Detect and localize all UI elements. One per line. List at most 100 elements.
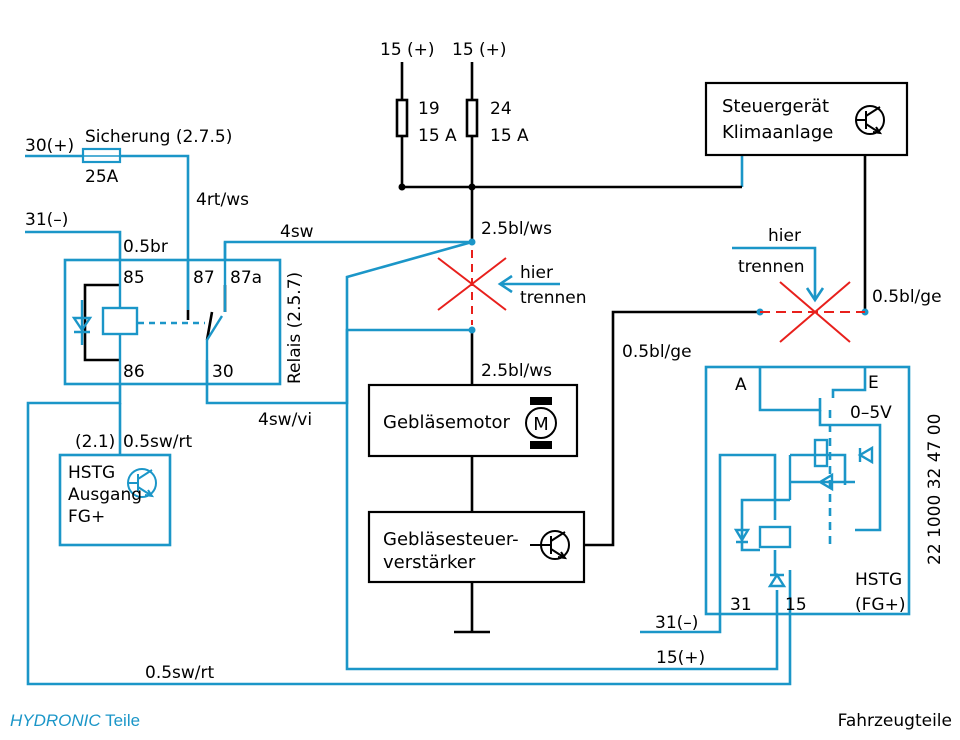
climate-ecu-box xyxy=(704,81,909,157)
cut-right-line2: trennen xyxy=(738,257,805,277)
ext-15-label: 15(+) xyxy=(656,648,705,668)
transistor-icon xyxy=(855,105,885,135)
relay-label: Relais (2.5.7) xyxy=(285,272,305,384)
hstg-output-line1: HSTG xyxy=(68,463,115,483)
transistor-icon xyxy=(127,468,157,498)
hstg-terminal-e: E xyxy=(868,373,879,393)
transistor-icon-lines xyxy=(530,531,568,560)
relay-switch-arm xyxy=(205,315,224,384)
fuse-24-body xyxy=(465,98,479,138)
climate-ecu-line1: Steuergerät xyxy=(722,96,829,117)
transistor-icon xyxy=(530,530,570,560)
part-number: 22 1000 32 47 00 xyxy=(925,414,945,565)
hstg-coil-frame xyxy=(760,455,792,502)
wire-05swrt-bottom xyxy=(26,384,792,686)
relay-terminal-86: 86 xyxy=(123,362,145,382)
wire-31-ground xyxy=(25,230,122,260)
amplifier-line2: verstärker xyxy=(383,552,476,573)
hstg-output-coil xyxy=(758,525,792,549)
wire-hstg-inner xyxy=(718,410,882,600)
terminal-31-label: 31(–) xyxy=(25,210,68,230)
hstg-diode-c xyxy=(733,528,751,544)
relay-coil-wires xyxy=(83,283,120,362)
relay-internals xyxy=(71,242,227,384)
footer-brand-italic: HYDRONIC xyxy=(10,711,101,730)
ref-21-label: (2.1) xyxy=(75,432,115,452)
wire-15-loop xyxy=(345,240,779,671)
motor-symbol-bar-top xyxy=(530,397,552,405)
junction-dot xyxy=(468,326,476,334)
supply-right-label: 15 (+) xyxy=(452,40,507,60)
wire-05swrt-top-label: 0.5sw/rt xyxy=(123,432,193,452)
wire-05br-label: 0.5br xyxy=(123,237,168,257)
voltage-range-label: 0–5V xyxy=(850,403,892,423)
supply-left-label: 15 (+) xyxy=(380,40,435,60)
cut-left-line2: trennen xyxy=(520,288,587,308)
footer-brand: HYDRONIC Teile xyxy=(10,711,140,730)
transistor-icon-lines xyxy=(856,106,883,135)
wire-4rtws-label: 4rt/ws xyxy=(196,190,249,210)
relay-box xyxy=(63,258,282,386)
footer-right: Fahrzeugteile xyxy=(838,711,952,731)
hstg-module-line1: HSTG xyxy=(855,570,902,590)
hstg-output-line2: Ausgang xyxy=(68,485,142,505)
hstg-terminal-15: 15 xyxy=(785,595,807,615)
cut-markers xyxy=(437,250,865,343)
wire-05blge-right-label: 0.5bl/ge xyxy=(872,287,942,307)
hstg-terminal-31: 31 xyxy=(730,595,752,615)
black-wires xyxy=(83,62,867,634)
wire-05blge-left-label: 0.5bl/ge xyxy=(622,342,692,362)
hstg-output-line3: FG+ xyxy=(68,507,105,527)
hstg-output-box xyxy=(58,453,172,547)
hstg-module-line2: (FG+) xyxy=(855,595,905,615)
relay-terminal-87a: 87a xyxy=(230,268,262,288)
hstg-diode-b xyxy=(790,472,855,492)
motor-box xyxy=(367,383,579,458)
terminal-30-label: 30(+) xyxy=(25,136,74,156)
wire-25blws-top-label: 2.5bl/ws xyxy=(481,219,552,239)
transistor-icon-lines xyxy=(128,469,155,498)
fuse-24-rating: 15 A xyxy=(490,126,529,146)
relay-terminal-30: 30 xyxy=(212,362,234,382)
motor-label: Gebläsemotor xyxy=(383,412,511,433)
cut-right-arrow-line xyxy=(732,246,817,300)
wire-05swrt-bottom-label: 0.5sw/rt xyxy=(145,663,215,683)
wire-30-supply xyxy=(25,154,190,310)
climate-ecu-line2: Klimaanlage xyxy=(722,122,833,143)
cut-left-line1: hier xyxy=(520,263,553,283)
junction-dots xyxy=(398,183,869,334)
junction-dot xyxy=(468,238,476,246)
junction-dot xyxy=(468,183,476,191)
motor-symbol-letter: M xyxy=(533,414,549,435)
hstg-diode-d xyxy=(767,572,787,588)
wire-4swvi-label: 4sw/vi xyxy=(258,410,312,430)
wire-amplifier-out xyxy=(584,310,758,547)
relay-contact xyxy=(186,285,227,341)
fuse-19-number: 19 xyxy=(418,99,440,119)
hstg-module-box xyxy=(704,365,911,616)
motor-symbol: M xyxy=(525,397,557,449)
fuse-19-rating: 15 A xyxy=(418,126,457,146)
motor-symbol-circle xyxy=(525,407,557,439)
wire-hstg-e xyxy=(831,367,867,398)
hstg-relay-coil xyxy=(813,438,829,468)
wire-25blws-bottom-label: 2.5bl/ws xyxy=(481,361,552,381)
footer-brand-rest: Teile xyxy=(101,711,140,730)
main-fuse-label: Sicherung (2.7.5) xyxy=(85,127,232,147)
relay-diode-symbol xyxy=(71,316,93,334)
fuse-24-number: 24 xyxy=(490,99,512,119)
wire-4sw xyxy=(223,240,472,260)
relay-terminal-85: 85 xyxy=(123,268,145,288)
hstg-terminal-a: A xyxy=(735,375,747,395)
hstg-internals xyxy=(733,438,874,588)
cut-right-arrowhead xyxy=(805,287,825,303)
wire-4sw-label: 4sw xyxy=(280,222,314,242)
main-fuse-rating: 25A xyxy=(85,167,119,187)
relay-terminal-87: 87 xyxy=(193,268,215,288)
ext-31-label: 31(–) xyxy=(655,613,698,633)
wire-31-ext xyxy=(640,600,722,634)
wire-4swvi xyxy=(205,328,472,405)
blue-wires xyxy=(25,154,911,686)
fuse-19-body xyxy=(395,98,409,138)
amplifier-line1: Gebläsesteuer- xyxy=(383,529,519,550)
